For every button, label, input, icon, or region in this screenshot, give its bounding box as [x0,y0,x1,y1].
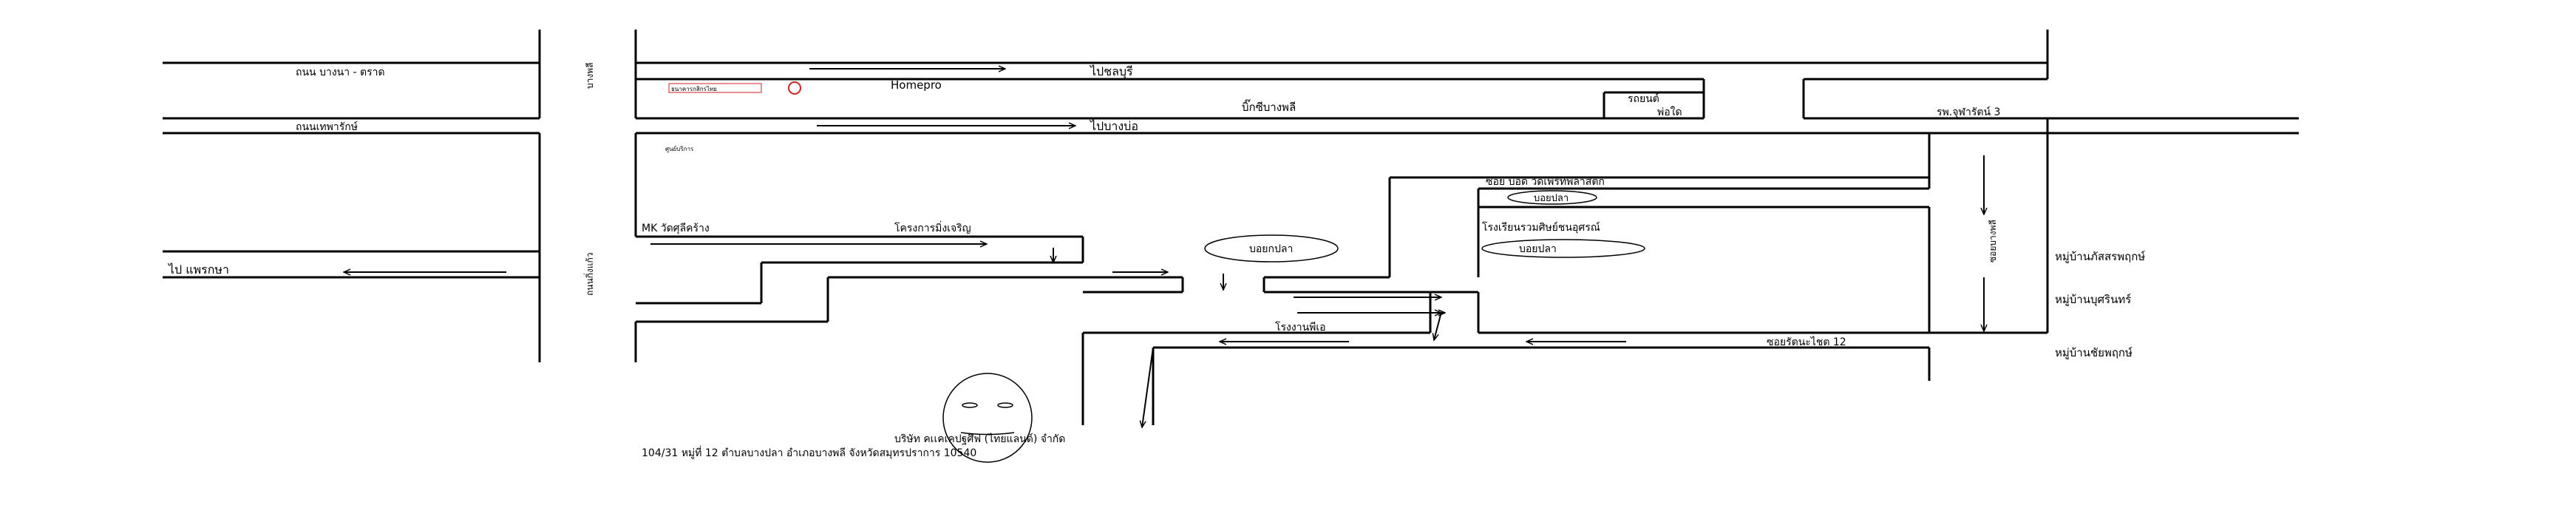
label-to-bangbo: ไปบางบ่อ [1089,119,1138,133]
block-homepro [636,78,2047,135]
label-village-1: หมู่บ้านภัสสรพฤกษ์ [2055,250,2146,263]
label-phodai: พ่อใด [1657,106,1682,118]
company-address: 104/31 หมู่ที่ 12 ตำบลบางปลา อำเภอบางพลี… [642,446,976,459]
smiley-face-icon [942,373,1033,463]
label-factory: โรงงานพีเอ [1275,321,1326,333]
label-market-2: บอยปลา [1519,243,1557,255]
direction-arrow-icon [344,69,1984,427]
label-soi-bangphli: ซอย บอด วัดเพรทพลาสติก [1486,176,1605,188]
label-village-2: หมู่บ้านบุศรินทร์ [2055,293,2131,307]
label-homepro: Homepro [891,78,942,92]
block-central [636,133,1931,425]
sign-text-2: ศูนย์บริการ [665,145,694,153]
sign-text-1: ธนาคารกสิกรไทย [671,86,717,92]
label-project: โครงการมิ่งเจริญ [894,221,971,234]
oval-market-2 [1481,239,1645,258]
label-to-chonburi: ไปชลบุรี [1089,64,1133,79]
label-market-1: บอยปลา [1534,193,1569,204]
company-name: บริษัท คเเคเคปฐศึฟ (ไทยแลนด์) จำกัด [894,433,1065,445]
label-mk: MK วัดศุลีคร้าง [642,223,710,234]
label-bangphli-vertical: บางพลี [585,63,595,89]
label-market-3: บอยกปลา [1249,243,1293,255]
label-bangna-trat: ถนน บางนา - ตราด [296,67,385,78]
oval-market-3 [1204,234,1339,263]
sign-logo-icon: ธนาคารกสิกรไทย ศูนย์บริการ [665,81,801,153]
label-car-wash: รถยนต์ [1628,92,1659,105]
label-kingkaew-vertical: ถนนกิ่งแก้ว [583,252,595,296]
label-big-c: บิ๊กซีบางพลี [1242,99,1296,114]
label-village-3: หมู่บ้านชัยพฤกษ์ [2055,346,2132,359]
label-right-vertical: ซอยบางพลี [1988,220,1998,263]
label-theparak: ถนนเทพารักษ์ [296,121,358,133]
label-soi-12: ซอยรัตนะไชต 12 [1767,336,1846,348]
label-to-phraeksa: ไป แพรกษา [167,263,229,277]
oval-market-1 [1507,190,1597,205]
road-bangna-trat [163,61,2299,120]
road-right-vertical [1929,30,2299,334]
label-school: โรงเรียนรวมศิษย์ชนอุศรณ์ [1482,221,1600,234]
road-bangphli-vertical [538,30,637,362]
label-hospital: รพ.จุฬารัตน์ 3 [1937,106,2000,118]
road-theparak [163,132,540,279]
